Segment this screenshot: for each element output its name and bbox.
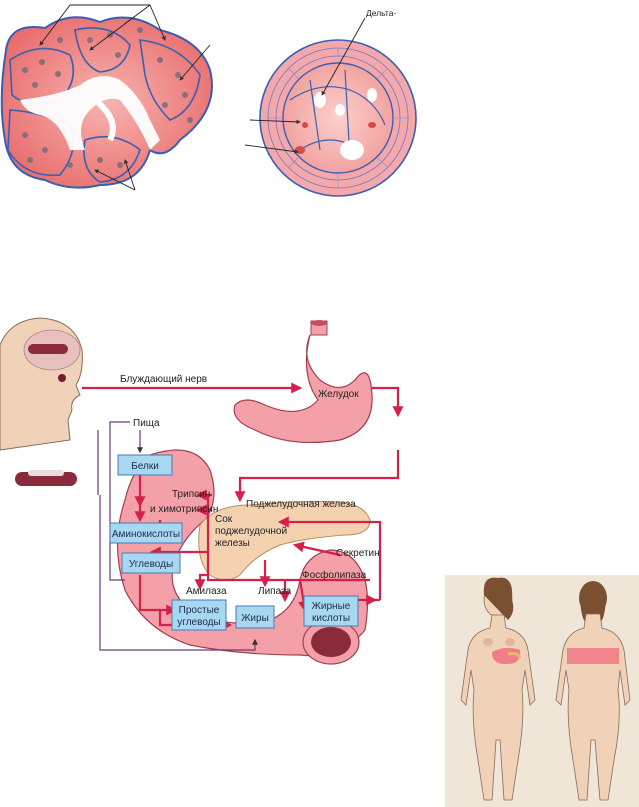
stomach-label: Желудок	[318, 389, 359, 400]
acinar-tissue-illustration	[0, 4, 213, 191]
box-fatty-acids: Жирные кислоты	[303, 595, 359, 627]
svg-text:Простые: Простые	[179, 605, 220, 616]
food-label: Пища	[133, 418, 160, 429]
digestion-diagram: Белки Аминокислоты Углеводы Простые угле…	[0, 317, 404, 665]
box-carbs: Углеводы	[121, 552, 181, 574]
pancreas-label: Поджелудочная железа	[246, 499, 356, 510]
front-body-figure	[460, 577, 536, 801]
pain-zone-figures	[445, 575, 639, 807]
lipase-label: Липаза	[258, 586, 292, 597]
juice-label-line3: железы	[215, 538, 250, 549]
back-body-figure	[555, 581, 631, 801]
vagus-nerve-label: Блуждающий нерв	[120, 374, 207, 385]
phospholipase-label: Фосфолипаза	[302, 569, 367, 581]
box-fats: Жиры	[235, 605, 275, 629]
svg-text:Аминокислоты: Аминокислоты	[112, 529, 180, 540]
trypsin-label-line1: Трипсин	[172, 489, 210, 500]
juice-label-line2: поджелудочной	[215, 526, 287, 537]
box-amino-acids: Аминокислоты	[109, 522, 183, 544]
box-proteins: Белки	[117, 454, 173, 476]
svg-text:Белки: Белки	[131, 461, 159, 472]
amylase-label: Амилаза	[186, 586, 227, 597]
svg-text:кислоты: кислоты	[312, 613, 350, 624]
stomach-illustration	[233, 320, 373, 444]
head-illustration	[0, 317, 83, 486]
svg-text:углеводы: углеводы	[177, 617, 220, 628]
islet-tissue-illustration: Дельта-	[244, 8, 417, 197]
secretin-label: Секретин	[336, 548, 380, 559]
trypsin-label-line2: и химотрипсин	[150, 504, 218, 515]
svg-text:Углеводы: Углеводы	[129, 559, 173, 570]
juice-label-line1: Сок	[215, 514, 233, 525]
svg-text:Жиры: Жиры	[241, 613, 269, 624]
svg-text:Жирные: Жирные	[312, 601, 351, 612]
box-simple-carbs: Простые углеводы	[171, 599, 227, 631]
delta-cell-label: Дельта-	[366, 8, 396, 18]
